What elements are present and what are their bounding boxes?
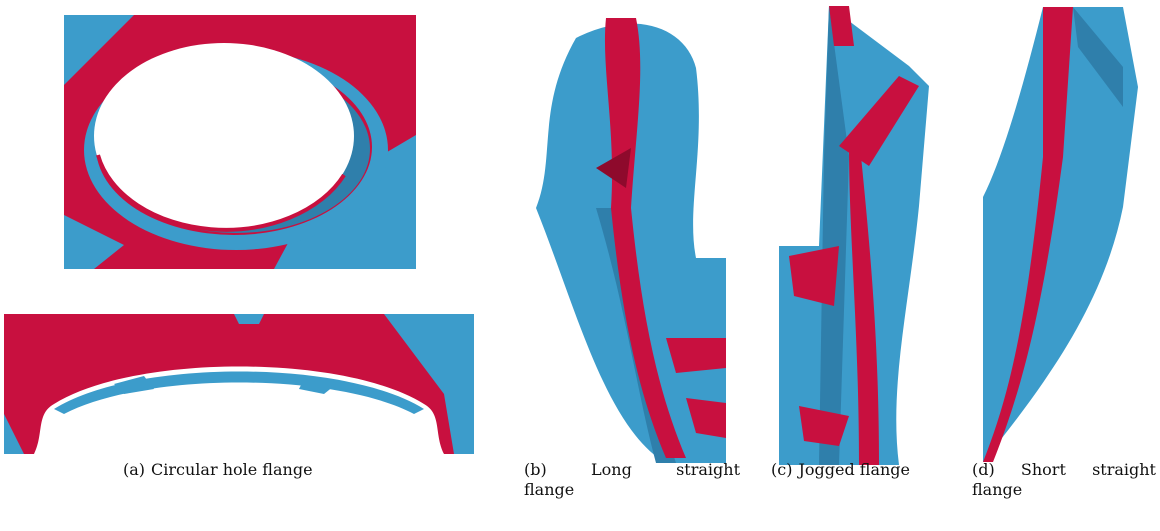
caption-d-word1: Short bbox=[1020, 460, 1066, 479]
caption-b-label: (b) bbox=[524, 460, 547, 479]
subfig-a-top-image bbox=[64, 15, 416, 269]
caption-b-word2: straight bbox=[676, 460, 740, 479]
caption-d: (d) Short straight flange bbox=[972, 460, 1156, 500]
caption-b: (b) Long straight flange bbox=[524, 460, 740, 500]
subfig-d-image bbox=[983, 7, 1139, 462]
caption-d-line2: flange bbox=[972, 480, 1023, 499]
caption-a-text: Circular hole flange bbox=[151, 460, 313, 479]
caption-b-line1: (b) Long straight bbox=[524, 460, 740, 480]
subfig-b-image bbox=[536, 8, 726, 463]
caption-b-word1: Long bbox=[591, 460, 632, 479]
caption-c: (c) Jogged flange bbox=[771, 460, 910, 480]
subfig-c-image bbox=[779, 6, 932, 465]
caption-b-line2: flange bbox=[524, 480, 575, 499]
caption-a-label: (a) bbox=[123, 460, 146, 479]
caption-d-line1: (d) Short straight bbox=[972, 460, 1156, 480]
caption-d-label: (d) bbox=[972, 460, 995, 479]
caption-d-word2: straight bbox=[1092, 460, 1156, 479]
caption-a: (a) Circular hole flange bbox=[123, 460, 313, 480]
subfig-a-bottom-image bbox=[4, 314, 474, 454]
caption-c-label: (c) bbox=[771, 460, 793, 479]
caption-c-text: Jogged flange bbox=[798, 460, 911, 479]
